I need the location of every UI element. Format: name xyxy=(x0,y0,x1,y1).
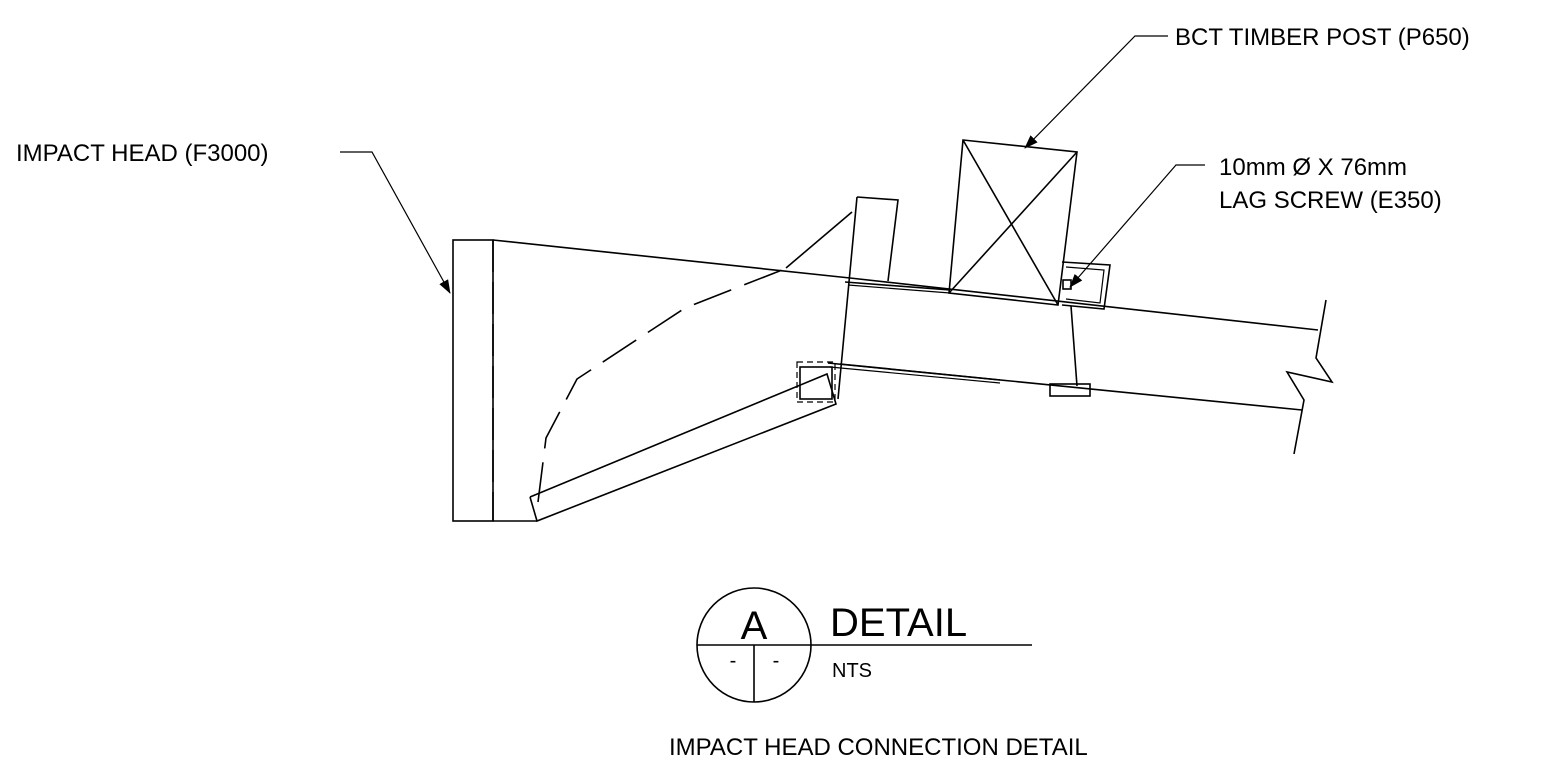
detail-heading: DETAIL xyxy=(830,601,967,645)
impact-head-outline xyxy=(452,239,851,522)
detail-scale: NTS xyxy=(832,660,872,682)
lag-screw-label-line1: 10mm Ø X 76mm xyxy=(1219,154,1407,181)
drawing-caption: IMPACT HEAD CONNECTION DETAIL xyxy=(669,734,1088,761)
impact-head-label: IMPACT HEAD (F3000) xyxy=(16,140,269,167)
impact-head-hidden-curve xyxy=(537,269,783,503)
detail-sheet-right: - xyxy=(773,650,780,672)
bct-timber-post xyxy=(948,139,1078,306)
detail-sheet-left: - xyxy=(730,650,737,672)
detail-letter: A xyxy=(741,604,768,648)
timber-post-leader xyxy=(1024,35,1168,149)
lag-screw-leader xyxy=(1069,164,1205,288)
impact-head-strut xyxy=(529,211,853,523)
lag-screw-label-line2: LAG SCREW (E350) xyxy=(1219,187,1442,214)
lower-channel-bracket xyxy=(796,361,836,403)
rail-element xyxy=(827,196,1334,455)
impact-head-leader xyxy=(340,151,451,294)
detail-callout: A - - DETAIL NTS xyxy=(696,587,1032,703)
timber-post-label: BCT TIMBER POST (P650) xyxy=(1175,24,1470,51)
